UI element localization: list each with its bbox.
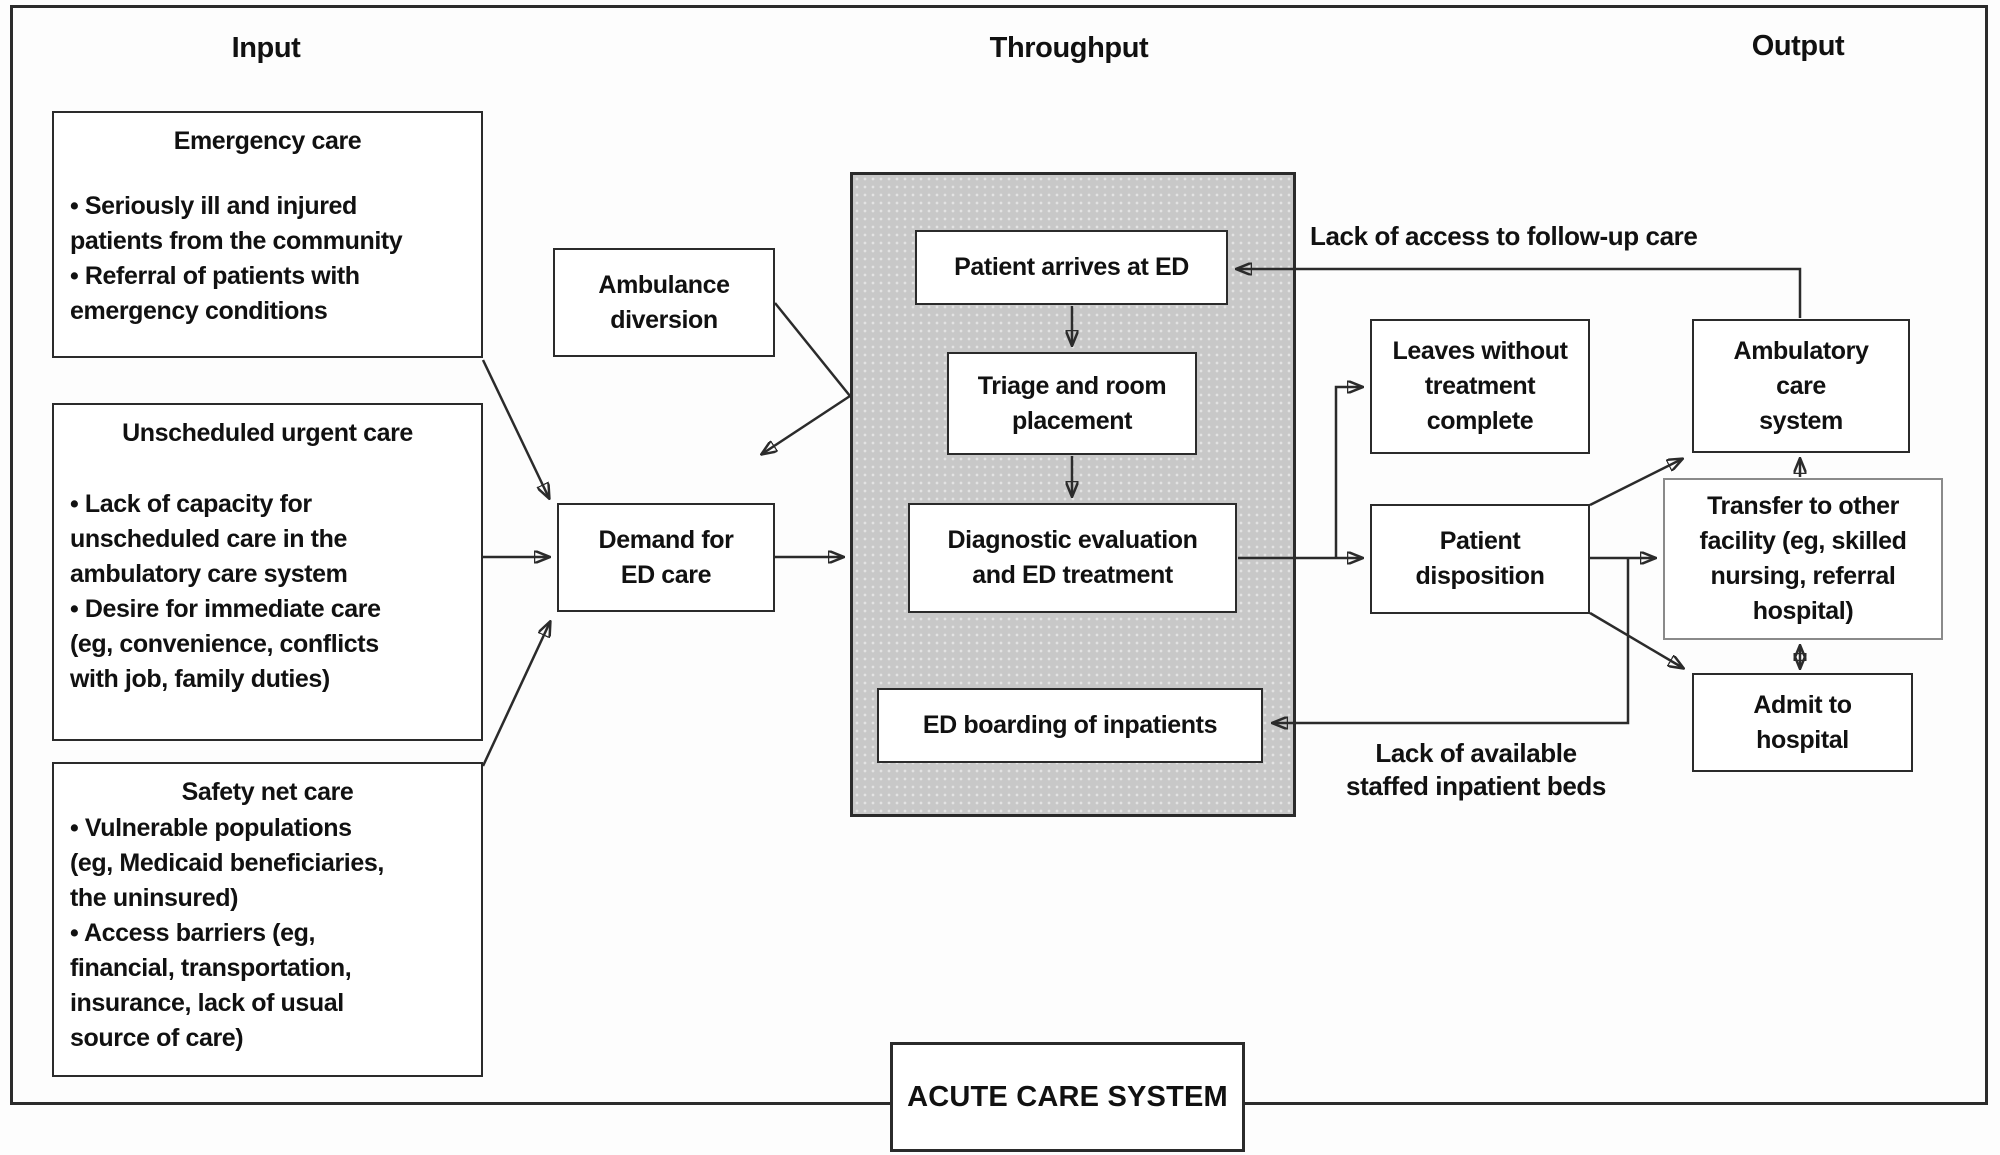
node-ambulance-diversion: Ambulance diversion — [553, 248, 775, 357]
node-patient-disposition: Patient disposition — [1370, 504, 1590, 614]
text-line: staffed inpatient beds — [1346, 771, 1606, 801]
node-admit-to-hospital: Admit to hospital — [1692, 673, 1913, 772]
text-line: Leaves without — [1392, 337, 1568, 365]
column-header-output: Output — [1751, 30, 1845, 62]
text-line: • Lack of capacity for — [70, 490, 312, 518]
node-title: Emergency care — [173, 127, 362, 155]
text-line: (eg, Medicaid beneficiaries, — [70, 849, 384, 877]
text-line: ambulatory care system — [70, 560, 348, 588]
text-line: nursing, referral — [1710, 562, 1896, 590]
node-leaves-without-treatment: Leaves without treatment complete — [1370, 319, 1590, 454]
column-header-throughput: Throughput — [989, 32, 1149, 64]
text-line: the uninsured) — [70, 884, 239, 912]
text-line: ED boarding of inpatients — [922, 711, 1218, 739]
node-triage-room-placement: Triage and room placement — [947, 352, 1197, 455]
text-line: disposition — [1415, 562, 1545, 590]
text-line: emergency conditions — [70, 297, 328, 325]
text-line: Transfer to other — [1707, 492, 1899, 520]
node-ed-boarding: ED boarding of inpatients — [877, 688, 1263, 763]
text-line: hospital — [1756, 725, 1849, 754]
text-line: • Vulnerable populations — [70, 814, 352, 842]
node-bullets: • Seriously ill and injured patients from… — [54, 189, 481, 329]
text-line: with job, family duties) — [70, 665, 330, 693]
node-patient-arrives-at-ed: Patient arrives at ED — [915, 230, 1228, 305]
text-line: Patient arrives at ED — [954, 253, 1189, 281]
node-bullets: • Vulnerable populations (eg, Medicaid be… — [54, 811, 481, 1056]
text-line: • Access barriers (eg, — [70, 919, 315, 947]
node-acute-care-system: ACUTE CARE SYSTEM — [890, 1042, 1245, 1152]
text-line: • Seriously ill and injured — [70, 192, 357, 220]
node-transfer-other-facility: Transfer to other facility (eg, skilled nu… — [1663, 478, 1943, 640]
text-line: unscheduled care in the — [70, 525, 347, 553]
text-line: diversion — [610, 305, 718, 334]
node-ambulatory-care-system: Ambulatory care system — [1692, 319, 1910, 453]
text-line: • Desire for immediate care — [70, 595, 381, 623]
text-line: care — [1776, 371, 1826, 400]
text-line: system — [1759, 406, 1843, 435]
text-line: patients from the community — [70, 227, 403, 255]
node-demand-for-ed-care: Demand for ED care — [557, 503, 775, 612]
node-diagnostic-evaluation: Diagnostic evaluation and ED treatment — [908, 503, 1237, 613]
text-line: Diagnostic evaluation — [947, 526, 1198, 554]
column-header-input: Input — [231, 32, 301, 64]
text-line: • Referral of patients with — [70, 262, 360, 290]
text-line: treatment — [1424, 372, 1536, 400]
text-line: (eg, convenience, conflicts — [70, 630, 379, 658]
text-line: placement — [1011, 406, 1133, 435]
text-line: Admit to — [1753, 690, 1852, 719]
text-line: Ambulance — [598, 270, 730, 299]
text-line: financial, transportation, — [70, 954, 352, 982]
text-line: and ED treatment — [972, 561, 1173, 589]
text-line: facility (eg, skilled — [1699, 527, 1907, 555]
node-title: Unscheduled urgent care — [122, 419, 413, 447]
text-line: insurance, lack of usual — [70, 989, 344, 1017]
node-safety-net-care: Safety net care • Vulnerable populations… — [52, 762, 483, 1077]
text-line: Ambulatory — [1733, 336, 1869, 365]
node-emergency-care: Emergency care • Seriously ill and injur… — [52, 111, 483, 358]
text-line: source of care) — [70, 1024, 244, 1052]
node-title: Safety net care — [181, 778, 354, 806]
node-unscheduled-urgent-care: Unscheduled urgent care • Lack of capaci… — [52, 403, 483, 741]
text-line: Lack of available — [1375, 738, 1577, 768]
text-line: complete — [1426, 407, 1534, 435]
label-lack-of-access-follow-up: Lack of access to follow-up care — [1310, 221, 1698, 251]
text-line: Demand for — [598, 525, 734, 554]
text-line: Patient — [1439, 527, 1521, 555]
node-bullets: • Lack of capacity for unscheduled care i… — [54, 487, 481, 697]
text-line: hospital) — [1752, 597, 1854, 625]
text-line: ED care — [620, 560, 712, 589]
text-line: Triage and room — [977, 371, 1167, 400]
acute-care-system-label: ACUTE CARE SYSTEM — [907, 1080, 1228, 1113]
